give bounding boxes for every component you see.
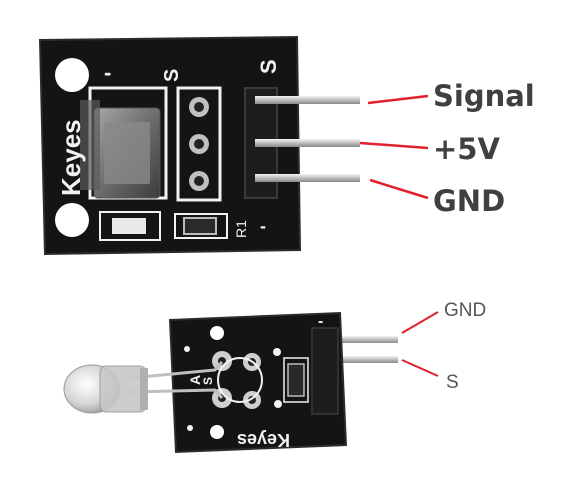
bottom-silk-minus: - xyxy=(318,313,323,330)
top-led-outline xyxy=(99,211,161,241)
bottom-silk-dots xyxy=(184,346,282,431)
bottom-mount-hole xyxy=(210,425,224,439)
bottom-callout-s: S xyxy=(446,372,459,393)
bottom-silk-s: S xyxy=(201,377,215,385)
top-mount-hole xyxy=(55,58,89,92)
top-pcb-board xyxy=(38,35,302,256)
bottom-smd-resistor xyxy=(287,363,305,397)
top-callout-lines xyxy=(359,94,429,200)
bottom-brand-label: Keyes xyxy=(237,430,290,450)
top-resistor-outline xyxy=(174,213,228,239)
bottom-led-leads xyxy=(129,361,224,399)
top-silk-minus-bottom: - xyxy=(260,216,266,236)
top-silk-r1: R1 xyxy=(233,220,249,238)
bottom-silk-a: A xyxy=(187,375,203,385)
top-mount-hole xyxy=(55,203,89,237)
top-smd-resistor xyxy=(183,217,217,235)
bottom-mount-hole xyxy=(210,326,224,340)
top-pad-box xyxy=(176,86,222,202)
bottom-pin-header xyxy=(311,327,339,415)
top-silk-s: S xyxy=(161,69,183,82)
bottom-ir-led xyxy=(63,364,148,414)
top-smd-led xyxy=(112,218,146,234)
top-silk-minus: - xyxy=(104,60,111,85)
bottom-ir-transmitter-module: Keyes A S - GND S xyxy=(63,300,486,454)
top-sensor-bend xyxy=(80,100,100,190)
top-brand-label: Keyes xyxy=(56,119,86,196)
top-callout-5v: +5V xyxy=(433,132,500,166)
bottom-pcb-board xyxy=(168,311,348,454)
top-ir-sensor-lens xyxy=(104,122,150,184)
top-solder-pads xyxy=(189,97,209,191)
bottom-header-pins xyxy=(320,336,398,363)
bottom-resistor-outline xyxy=(283,357,309,403)
top-callout-gnd: GND xyxy=(433,184,505,218)
top-silk-s-right: S xyxy=(256,59,281,74)
bottom-silk-ring xyxy=(217,357,263,403)
top-header-pins xyxy=(255,96,360,182)
top-callout-signal: Signal xyxy=(433,79,535,113)
bottom-callout-lines xyxy=(401,311,439,377)
top-ir-receiver-module: Keyes - S S R1 - Signal +5V GND xyxy=(38,35,535,256)
bottom-callout-gnd: GND xyxy=(444,300,486,321)
